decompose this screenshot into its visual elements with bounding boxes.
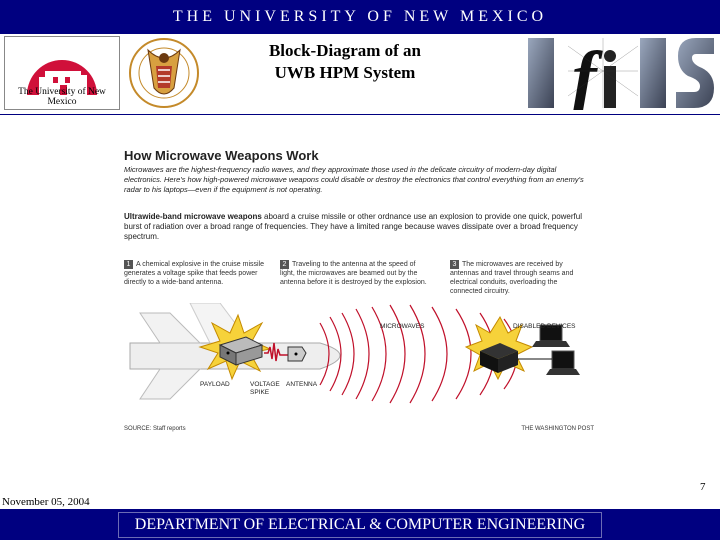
slide-title: Block-Diagram of an UWB HPM System	[220, 40, 470, 84]
weapon-illustration	[129, 303, 580, 404]
page-number: 7	[700, 481, 706, 493]
label-antenna: ANTENNA	[286, 381, 318, 388]
slide-title-line1: Block-Diagram of an	[268, 41, 422, 60]
slide-title-line2: UWB HPM System	[274, 63, 416, 82]
voltage-spike-icon	[264, 342, 288, 362]
step-2-number: 2	[280, 260, 289, 269]
disabled-devices-icon	[464, 315, 580, 381]
svg-text:f: f	[572, 37, 603, 110]
figure-source: SOURCE: Staff reports	[124, 426, 186, 432]
label-microwaves: MICROWAVES	[380, 323, 425, 330]
step-3-text: The microwaves are received by antennas …	[450, 261, 574, 295]
microwave-waves-icon	[319, 304, 518, 404]
figure-body-text: aboard a cruise missile or other ordnanc…	[124, 212, 582, 241]
slide-date: November 05, 2004	[2, 496, 90, 508]
footer-divider	[0, 509, 720, 510]
unm-emblem-icon	[27, 60, 97, 95]
step-1-number: 1	[124, 260, 133, 269]
department-name: DEPARTMENT OF ELECTRICAL & COMPUTER ENGI…	[134, 516, 586, 533]
figure-intro: Microwaves are the highest-frequency rad…	[124, 165, 584, 194]
step-1-text: A chemical explosive in the cruise missi…	[124, 261, 264, 286]
footer-bar: DEPARTMENT OF ELECTRICAL & COMPUTER ENGI…	[0, 510, 720, 540]
step-3-number: 3	[450, 260, 459, 269]
university-seal-icon	[129, 38, 199, 108]
unm-logo: The University of New Mexico	[4, 36, 120, 110]
figure-credit: THE WASHINGTON POST	[521, 426, 594, 432]
label-spike: SPIKE	[250, 389, 270, 396]
slide-header: The University of New Mexico Block-Diagr…	[0, 34, 720, 115]
figure-title: How Microwave Weapons Work	[124, 148, 319, 163]
footer-frame	[118, 512, 602, 538]
microwave-weapon-diagram: How Microwave Weapons Work Microwaves ar…	[120, 143, 598, 435]
label-voltage: VOLTAGE	[250, 381, 280, 388]
figure-body: Ultrawide-band microwave weapons aboard …	[124, 212, 594, 242]
payload-box-icon	[235, 344, 263, 366]
label-payload: PAYLOAD	[200, 381, 230, 388]
step-2-text: Traveling to the antenna at the speed of…	[280, 261, 427, 286]
unm-logo-text: The University of New Mexico	[18, 87, 106, 107]
university-banner: THE UNIVERSITY OF NEW MEXICO	[0, 0, 720, 34]
figure-body-bold: Ultrawide-band microwave weapons	[124, 212, 262, 221]
label-disabled-devices: DISABLED DEVICES	[513, 323, 576, 330]
fis-logo-icon: f	[528, 37, 714, 110]
